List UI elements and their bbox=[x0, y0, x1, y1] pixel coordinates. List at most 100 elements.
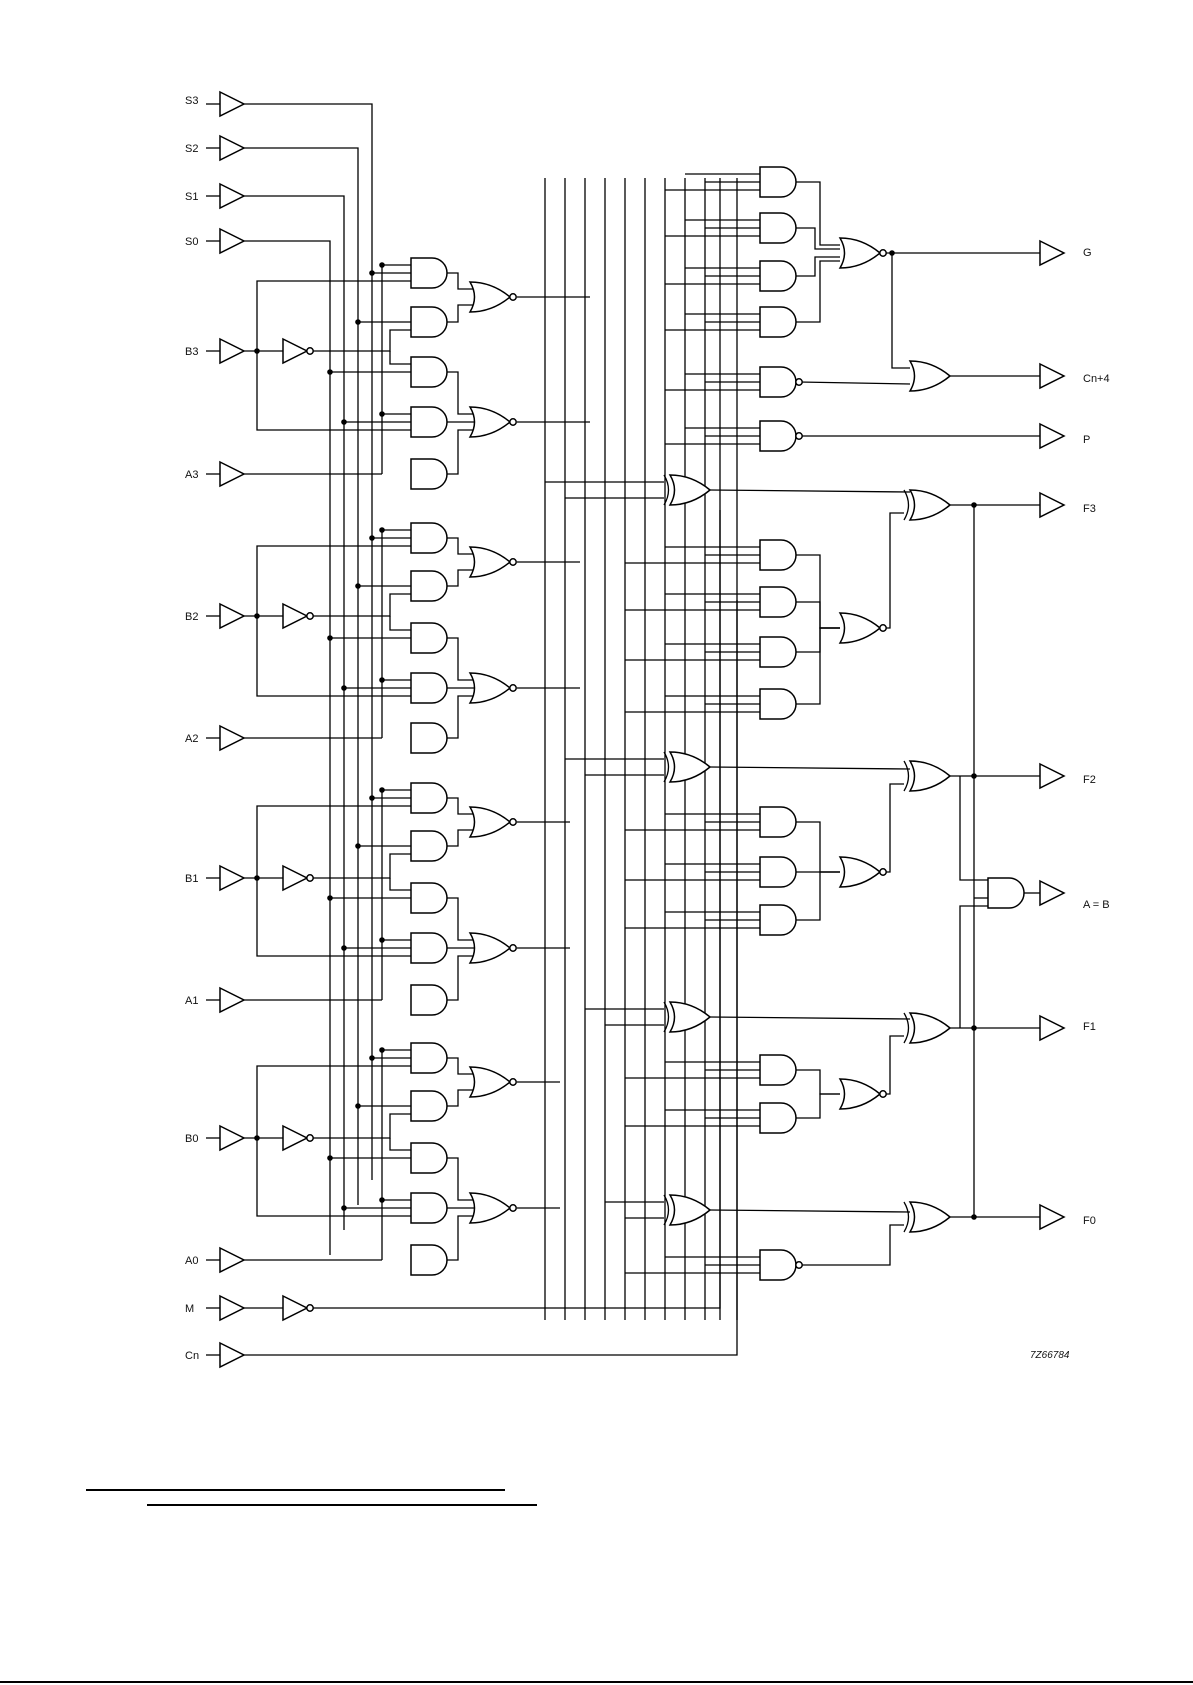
wire-133 bbox=[799, 382, 910, 384]
wire-81 bbox=[257, 1138, 411, 1216]
and-gate-mid-1-2 bbox=[760, 905, 796, 935]
input-buffer-b1 bbox=[220, 866, 244, 890]
nor-gate-g3-bubble bbox=[510, 419, 516, 425]
nor-gate-carry-1-bubble bbox=[880, 869, 886, 875]
wire-53 bbox=[447, 538, 474, 554]
wire-172 bbox=[796, 628, 840, 704]
and-gate-carry-1 bbox=[760, 167, 796, 197]
output-buffer-g bbox=[1040, 241, 1064, 265]
output-buffer-f3 bbox=[1040, 493, 1064, 517]
and-gate-b0-3 bbox=[411, 1143, 447, 1173]
and-gate-b2-4 bbox=[411, 673, 447, 703]
b-inverter-0 bbox=[283, 1126, 307, 1150]
nor-gate-carry-0-bubble bbox=[880, 625, 886, 631]
nor-gate-g1 bbox=[470, 933, 510, 963]
and-gate-carry-6-bubble bbox=[796, 433, 802, 439]
and-gate-b1-3 bbox=[411, 883, 447, 913]
nor-gate-g2 bbox=[470, 673, 510, 703]
wire-47 bbox=[382, 530, 411, 738]
and-gate-mid-3-0-bubble bbox=[796, 1262, 802, 1268]
wire-45 bbox=[390, 616, 411, 630]
nor-gate-g-output bbox=[840, 238, 880, 268]
xor-gate-sum-2 bbox=[670, 1002, 710, 1032]
wire-164 bbox=[796, 602, 840, 628]
b-inverter-3 bbox=[283, 339, 307, 363]
wire-150 bbox=[710, 1210, 910, 1212]
and-gate-b1-5 bbox=[411, 985, 447, 1015]
wire-19 bbox=[244, 148, 358, 1205]
b-inverter-2 bbox=[283, 604, 307, 628]
wire-138 bbox=[710, 490, 910, 492]
wire-186 bbox=[883, 784, 904, 872]
wire-42 bbox=[257, 546, 411, 616]
junction-dot-11 bbox=[369, 535, 375, 541]
wire-146 bbox=[710, 1017, 910, 1019]
and-gate-mid-1-0 bbox=[760, 807, 796, 837]
nor-gate-p2-bubble bbox=[510, 559, 516, 565]
b-inverter-3-bubble bbox=[307, 348, 313, 354]
junction-dot-21 bbox=[327, 895, 333, 901]
wire-85 bbox=[382, 1050, 411, 1260]
nor-gate-g1-bubble bbox=[510, 945, 516, 951]
wire-28 bbox=[382, 265, 411, 474]
input-label-s3: S3 bbox=[185, 95, 198, 107]
junction-dot-23 bbox=[379, 1047, 385, 1053]
and-gate-mid-2-0 bbox=[760, 1055, 796, 1085]
input-buffer-b0 bbox=[220, 1126, 244, 1150]
nor-gate-g3 bbox=[470, 407, 510, 437]
wire-66 bbox=[382, 790, 411, 1000]
input-label-s0: S0 bbox=[185, 236, 198, 248]
output-buffer-f0 bbox=[1040, 1205, 1064, 1229]
xor-gate-sum-1 bbox=[670, 752, 710, 782]
output-label-g: G bbox=[1083, 247, 1092, 259]
wire-195 bbox=[883, 1036, 904, 1094]
nor-gate-p0 bbox=[470, 1067, 510, 1097]
input-inverter-m-bubble bbox=[307, 1305, 313, 1311]
input-inverter-m bbox=[283, 1296, 307, 1320]
input-buffer-a0 bbox=[220, 1248, 244, 1272]
xor-gate-f-f1-xor-arc bbox=[904, 1013, 909, 1043]
input-label-b0: B0 bbox=[185, 1133, 198, 1145]
nor-gate-carry-2 bbox=[840, 1079, 880, 1109]
and-gate-carry-4 bbox=[760, 307, 796, 337]
nor-gate-g0-bubble bbox=[510, 1205, 516, 1211]
nor-gate-g-output-bubble bbox=[880, 250, 886, 256]
b-inverter-1-bubble bbox=[307, 875, 313, 881]
junction-dot-28 bbox=[327, 1155, 333, 1161]
wire-190 bbox=[796, 1070, 840, 1094]
wire-25 bbox=[313, 330, 411, 351]
wire-127 bbox=[796, 182, 840, 245]
and-gate-mid-0-1 bbox=[760, 587, 796, 617]
input-label-s1: S1 bbox=[185, 191, 198, 203]
wire-61 bbox=[257, 806, 411, 878]
junction-dot-12 bbox=[355, 583, 361, 589]
and-gate-b3-2 bbox=[411, 307, 447, 337]
output-label-p: P bbox=[1083, 434, 1090, 446]
wire-128 bbox=[796, 228, 840, 249]
wire-83 bbox=[390, 1138, 411, 1150]
wire-18 bbox=[244, 104, 372, 1180]
input-buffer-s2 bbox=[220, 136, 244, 160]
wiring bbox=[206, 104, 1040, 1355]
gates bbox=[220, 92, 1064, 1367]
xor-gate-f-f1 bbox=[910, 1013, 950, 1043]
and-gate-carry-6 bbox=[760, 421, 796, 451]
and-gate-b1-1 bbox=[411, 783, 447, 813]
junction-dot-16 bbox=[379, 787, 385, 793]
and-gate-carry-5 bbox=[760, 367, 796, 397]
and-gate-carry-3 bbox=[760, 261, 796, 291]
output-label-cn4: Cn+4 bbox=[1083, 373, 1110, 385]
nor-gate-carry-2-bubble bbox=[880, 1091, 886, 1097]
and-gate-mid-0-0 bbox=[760, 540, 796, 570]
input-buffer-a3 bbox=[220, 462, 244, 486]
junction-dot-26 bbox=[355, 1103, 361, 1109]
input-label-a0: A0 bbox=[185, 1255, 198, 1267]
and-gate-mid-0-3 bbox=[760, 689, 796, 719]
and-gate-b2-5 bbox=[411, 723, 447, 753]
and-gate-b2-2 bbox=[411, 571, 447, 601]
wire-34 bbox=[447, 273, 474, 289]
and-gate-b3-3 bbox=[411, 357, 447, 387]
wire-17 bbox=[244, 600, 737, 1355]
wire-160 bbox=[796, 555, 840, 628]
and-gate-mid-2-1 bbox=[760, 1103, 796, 1133]
